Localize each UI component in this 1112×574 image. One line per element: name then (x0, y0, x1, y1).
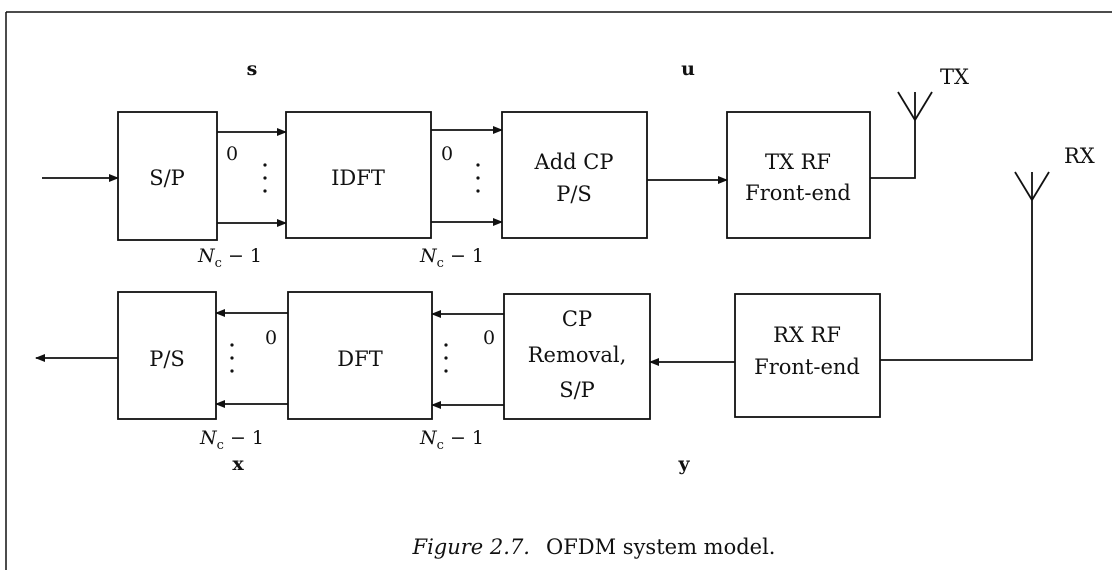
rx-antenna-icon (880, 171, 1050, 361)
vector-u-label: u (681, 58, 695, 80)
idft-port-0: 0 (441, 143, 453, 165)
cpremoval-dft-dots (444, 343, 448, 373)
figure-caption-text: OFDM system model. (546, 535, 776, 559)
add-cp-block: Add CP P/S (501, 111, 648, 239)
sp-block-label: S/P (149, 166, 185, 190)
tx-rf-label-2: Front-end (745, 181, 851, 205)
figure-caption-label: Figure 2.7. (412, 535, 530, 559)
cp-removal-label-1: CP (562, 307, 592, 331)
dft-ps-dots (230, 343, 234, 373)
dft-block: DFT (287, 291, 433, 420)
idft-block-label: IDFT (331, 166, 385, 190)
idft-block: IDFT (285, 111, 432, 239)
vector-y-label: y (677, 453, 690, 475)
sp-port-0: 0 (226, 143, 238, 165)
dft-port-0: 0 (265, 327, 277, 349)
tx-rf-label-1: TX RF (765, 150, 831, 174)
tx-rf-block: TX RF Front-end (726, 111, 871, 239)
cp-removal-label-3: S/P (559, 378, 595, 402)
ps-block-label: P/S (149, 347, 185, 371)
idft-port-last: Nc − 1 (419, 245, 484, 271)
cpremoval-port-last: Nc − 1 (419, 427, 484, 453)
vector-x-label: x (232, 453, 244, 475)
ps-block: P/S (117, 291, 217, 420)
rx-rf-label-1: RX RF (773, 323, 841, 347)
rx-rf-label-2: Front-end (754, 355, 860, 379)
tx-antenna-icon (870, 91, 933, 179)
figure-caption: Figure 2.7. OFDM system model. (412, 535, 776, 559)
cp-removal-block: CP Removal, S/P (503, 293, 651, 420)
add-cp-label-1: Add CP (534, 150, 614, 174)
cp-removal-label-2: Removal, (528, 343, 627, 367)
idft-addcp-dots (476, 163, 480, 193)
dft-block-label: DFT (337, 347, 382, 371)
dft-port-last: Nc − 1 (199, 427, 264, 453)
sp-idft-dots (263, 163, 267, 193)
cpremoval-port-0: 0 (483, 327, 495, 349)
tx-antenna-label: TX (940, 65, 969, 89)
sp-port-last: Nc − 1 (197, 245, 262, 271)
rx-antenna-label: RX (1064, 144, 1095, 168)
page-frame (5, 11, 1112, 570)
rx-rf-block: RX RF Front-end (734, 293, 881, 418)
sp-block: S/P (117, 111, 218, 241)
add-cp-label-2: P/S (556, 182, 592, 206)
vector-s-label: s (247, 58, 258, 80)
